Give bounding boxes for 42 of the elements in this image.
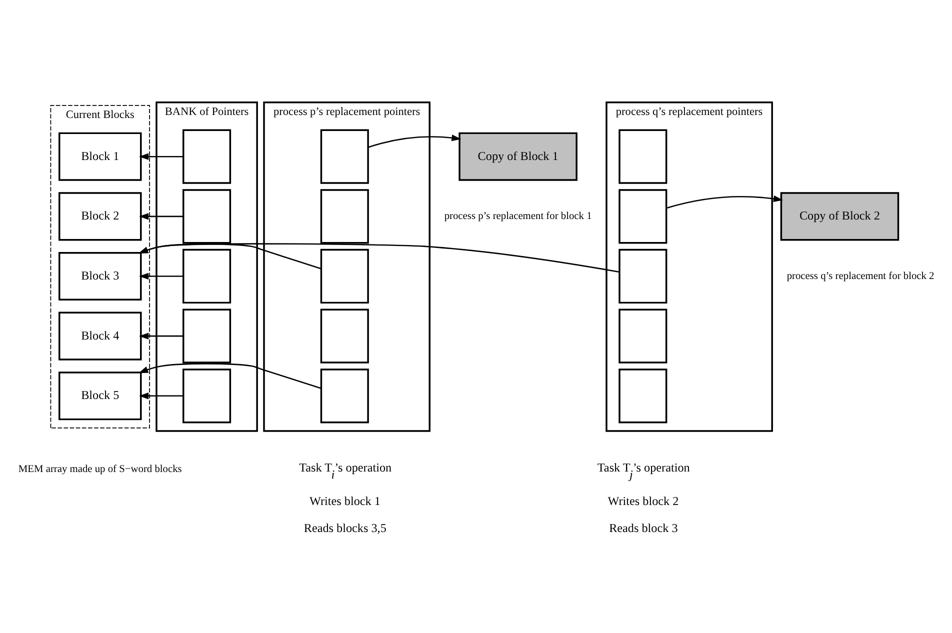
node-box [182,368,232,423]
node-label: MEM array made up of S−word blocks [18,463,182,474]
arrow [139,332,184,339]
node-box: Block 3 [58,251,142,300]
label: Reads blocks 3,5 [304,520,386,534]
arrow [138,242,620,272]
node-box [182,248,232,304]
label: Writes block 1 [310,493,380,508]
arrow [139,212,184,220]
node-box [320,128,369,184]
node-box [182,188,232,244]
node-box [320,368,369,423]
node-box: Block 2 [58,192,142,240]
label: Writes block 2 [608,493,679,508]
node-box: Copy of Block 1 [458,132,578,180]
cluster: BANK of Pointers [156,101,258,432]
node-box: Block 4 [58,311,142,360]
arrow [138,242,322,269]
node-box [618,128,668,184]
node-box: Block 1 [58,132,142,180]
arrow [139,392,184,399]
node-label: process p’s replacement for block 1 [444,210,592,222]
arrow [139,152,184,160]
node-box [182,308,232,363]
node-box [320,248,369,304]
node-box [618,188,668,244]
node-box [320,188,369,244]
node-box [618,308,668,363]
arrow [138,362,322,388]
node-box [618,368,668,423]
node-box [618,248,668,304]
node-label: process q’s replacement for block 2 [786,270,934,282]
node-box: Block 5 [58,371,142,420]
arrow [139,272,184,280]
arrow [666,194,784,208]
node-box [320,308,369,363]
cluster: process p’s replacement pointers [263,101,430,432]
node-box: Copy of Block 2 [780,192,900,240]
cluster: process q’s replacement pointers [606,101,773,432]
arrow [368,134,462,148]
node-box [182,128,232,184]
label: Reads block 3 [609,520,678,534]
